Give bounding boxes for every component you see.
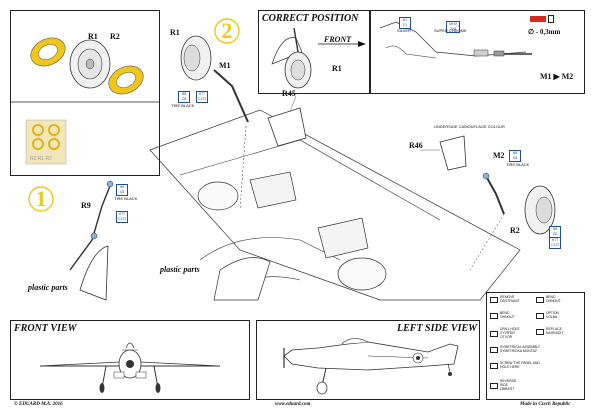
photo-etch-fret: R2 R1 R2: [25, 119, 67, 165]
plastic-parts-label-b: plastic parts: [28, 283, 68, 292]
step-2-number: 2: [221, 18, 233, 43]
plastic-parts-label-a: plastic parts: [160, 265, 200, 274]
paint-code-silver: H1 C1: [399, 17, 411, 29]
remove-icon: [490, 296, 498, 303]
label-m2: M2: [493, 151, 505, 160]
bend-icon-2: [490, 312, 498, 319]
legend-box: [486, 292, 585, 400]
label-r46: R46: [409, 141, 423, 150]
front-label: FRONT: [324, 35, 352, 44]
front-view-title: FRONT VIEW: [14, 323, 77, 334]
m1-to-m2: M1 ▶ M2: [540, 72, 574, 81]
legend-item: SCREW THE PANEL AND HOLE HERE: [490, 361, 550, 370]
footer-made-in: Made in Czech Republic: [520, 402, 571, 407]
bend-icon: [536, 296, 544, 303]
paint-code-r2: H8 C8: [509, 150, 521, 162]
label-m1: M1: [219, 61, 231, 70]
note-super-chrome: SUPER CHROME: [434, 28, 467, 33]
correct-position-illustration: [271, 27, 366, 89]
label-r1-correct-position: R1: [332, 64, 342, 73]
legend-item: REMOVE ODSTRANIT: [490, 295, 522, 304]
inset-divider: [10, 101, 160, 103]
correct-position-title: CORRECT POSITION: [262, 13, 359, 24]
drill-icon: [490, 330, 498, 337]
svg-text:R2 R1 R2: R2 R1 R2: [30, 156, 52, 162]
footer-website: www.eduard.com: [275, 402, 311, 407]
label-r2-step2: R2: [510, 226, 520, 235]
paint-code-chrome: Mr.M 208: [446, 21, 460, 33]
legend-item: REVERSE SIDE OBRATIT: [490, 379, 522, 391]
paint-code-r2-c: H77 C137: [549, 237, 561, 249]
step-1-number: 1: [35, 186, 47, 211]
note-underside: UNDERSIDE CAMOUFLAGE COLOUR: [434, 124, 505, 129]
correct-position-box: [258, 10, 370, 94]
symmetrical-icon: [490, 346, 498, 353]
left-side-view-aircraft: [283, 338, 459, 395]
main-assembly-drawing: [69, 35, 556, 301]
paint-code-r9-b: H77 C137: [116, 211, 128, 223]
step-1-circle: [28, 186, 54, 212]
note-silver: SILVER: [397, 28, 411, 33]
red-wire-swatch: [530, 16, 546, 22]
strut-illustration: [379, 21, 532, 59]
option-icon: [536, 312, 544, 319]
wire-thickness: ∅ - 0,3mm: [528, 28, 561, 36]
replace-icon: [536, 328, 544, 335]
paint-code-r9: H8 C8: [116, 184, 128, 196]
label-r1-step2: R1: [170, 28, 180, 37]
label-r1-inset: R1: [88, 32, 98, 41]
red-swatch-tag: [548, 15, 554, 23]
paint-code-tire-1: H8 C8: [178, 91, 190, 103]
label-r2-inset: R2: [110, 32, 120, 41]
legend-item: OPTION VOLBA: [536, 311, 568, 320]
legend-item: BEND OHNOUT: [536, 295, 568, 304]
note-tire-black-3: TIRE BLACK: [506, 162, 530, 167]
legend-item: BEND OHNOUT: [490, 311, 522, 320]
front-view-aircraft: [39, 342, 221, 393]
reverse-icon: [490, 382, 498, 389]
legend-item: REPLACE NAHRADIT: [536, 327, 568, 336]
legend-item: SYMETRICAL ASSEMBLY SYMETRICKA MONTAZ: [490, 345, 550, 354]
paint-code-m1: H77 C137: [196, 91, 208, 103]
label-r9: R9: [81, 201, 91, 210]
note-tire-black-2: TIRE BLACK: [114, 196, 138, 201]
left-side-view-title: LEFT SIDE VIEW: [397, 323, 478, 334]
step-2-circle: [214, 18, 240, 44]
wheel-rings-illustration: [30, 37, 144, 95]
note-tire-black-1: TIRE BLACK: [171, 103, 195, 108]
legend-item: DRILL HOLE VYVRTAT OTVOR: [490, 327, 522, 339]
screw-icon: [490, 362, 498, 369]
label-r45: R45: [282, 89, 296, 98]
footer-copyright: © EDUARD M.A. 2016: [14, 402, 63, 407]
